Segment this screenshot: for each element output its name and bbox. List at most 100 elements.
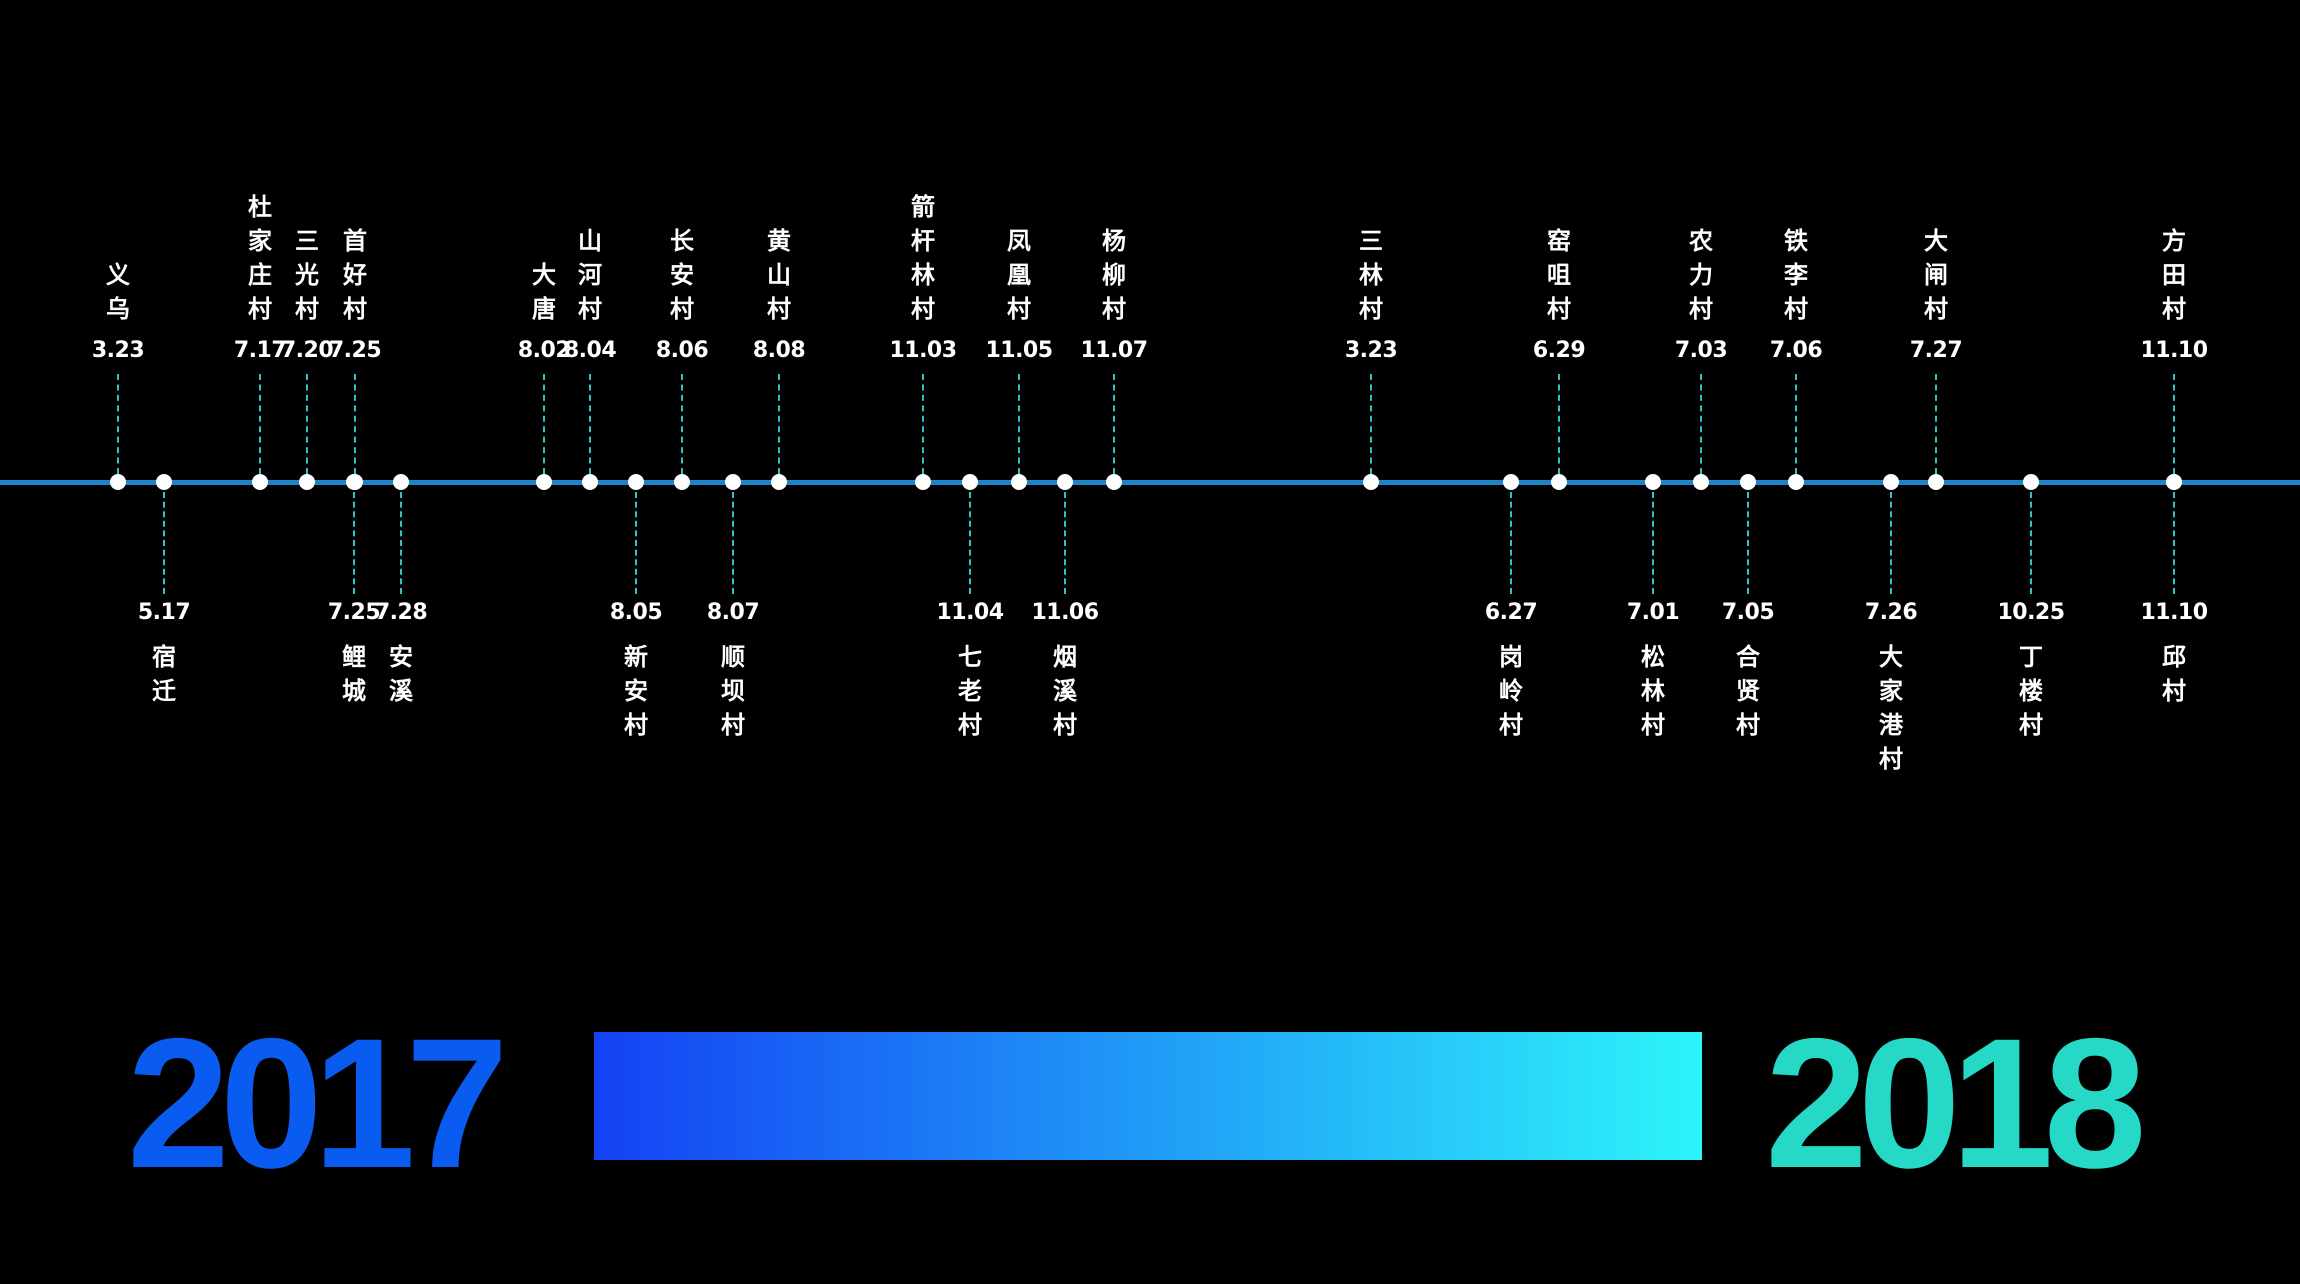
event-date: 7.05 [1721,600,1775,625]
timeline-stem [2173,492,2175,594]
event-place: 三 光 村 [295,227,319,323]
timeline-dot [1788,474,1804,490]
event-date: 7.25 [328,338,382,363]
timeline-dot [1645,474,1661,490]
event-date: 7.01 [1626,600,1680,625]
event-date: 7.25 [327,600,381,625]
timeline-stem [1018,374,1020,474]
event-place: 大 闸 村 [1924,227,1948,323]
event-place: 箭 杆 林 村 [911,193,935,323]
event-date: 7.26 [1864,600,1918,625]
timeline-stem [732,492,734,594]
event-date: 8.07 [706,600,760,625]
timeline-dot [2166,474,2182,490]
timeline-dot [110,474,126,490]
event-date: 8.06 [655,338,709,363]
timeline-stem [969,492,971,594]
event-place: 铁 李 村 [1784,227,1808,323]
event-place: 邱 村 [2162,643,2186,705]
event-date: 11.06 [1031,600,1099,625]
event-date: 3.23 [91,338,145,363]
gradient-fill [594,1032,1702,1160]
timeline-stem [117,374,119,474]
event-place: 鲤 城 [342,643,366,705]
start-year-label: 2017 [127,1001,509,1207]
timeline-stem [1113,374,1115,474]
timeline-stem [163,492,165,594]
event-date: 10.25 [1997,600,2065,625]
event-date: 11.10 [2140,338,2208,363]
event-place: 方 田 村 [2162,227,2186,323]
timeline-stem [1890,492,1892,594]
event-place: 合 贤 村 [1736,643,1760,739]
event-place: 岗 岭 村 [1499,643,1523,739]
timeline-dot [2023,474,2039,490]
event-place: 松 林 村 [1641,643,1665,739]
event-place: 大 家 港 村 [1879,643,1903,773]
event-date: 3.23 [1344,338,1398,363]
timeline-dot [393,474,409,490]
timeline-dot [674,474,690,490]
event-date: 7.06 [1769,338,1823,363]
event-date: 7.20 [280,338,334,363]
event-date: 6.27 [1484,600,1538,625]
event-date: 7.27 [1909,338,1963,363]
event-place: 长 安 村 [670,227,694,323]
timeline-axis [0,480,2300,485]
timeline-dot [1740,474,1756,490]
event-place: 七 老 村 [958,643,982,739]
event-date: 7.03 [1674,338,1728,363]
timeline-dot [1011,474,1027,490]
timeline-dot [536,474,552,490]
timeline-stem [353,492,355,594]
timeline-stem [589,374,591,474]
event-date: 5.17 [137,600,191,625]
event-place: 杨 柳 村 [1102,227,1126,323]
event-place: 大 唐 [532,261,556,323]
timeline-stem [681,374,683,474]
event-date: 8.04 [563,338,617,363]
timeline-stem [259,374,261,474]
event-date: 11.10 [2140,600,2208,625]
timeline-dot [156,474,172,490]
event-place: 顺 坝 村 [721,643,745,739]
event-date: 7.28 [374,600,428,625]
event-date: 7.17 [233,338,287,363]
event-date: 11.07 [1080,338,1148,363]
timeline-dot [299,474,315,490]
timeline-stem [1370,374,1372,474]
timeline-stem [922,374,924,474]
timeline-stem [1747,492,1749,594]
year-gradient-bar [594,1032,1702,1160]
timeline-dot [1106,474,1122,490]
timeline-stem [2173,374,2175,474]
event-place: 安 溪 [389,643,413,705]
timeline-dot [1928,474,1944,490]
event-place: 农 力 村 [1689,227,1713,323]
timeline-stem [306,374,308,474]
timeline-dot [252,474,268,490]
event-place: 新 安 村 [624,643,648,739]
timeline-stem [400,492,402,594]
timeline-stem [635,492,637,594]
timeline-dot [915,474,931,490]
timeline-stem [354,374,356,474]
event-date: 11.04 [936,600,1004,625]
timeline-stem [1510,492,1512,594]
event-place: 杜 家 庄 村 [248,193,272,323]
event-date: 8.05 [609,600,663,625]
timeline-dot [1693,474,1709,490]
timeline-dot [1503,474,1519,490]
event-place: 三 林 村 [1359,227,1383,323]
timeline-stem [1795,374,1797,474]
timeline-dot [628,474,644,490]
timeline-stem [2030,492,2032,594]
timeline-stem [1935,374,1937,474]
event-place: 窑 咀 村 [1547,227,1571,323]
event-date: 8.02 [517,338,571,363]
timeline-dot [1057,474,1073,490]
event-place: 凤 凰 村 [1007,227,1031,323]
timeline-dot [1551,474,1567,490]
event-place: 义 乌 [106,261,130,323]
